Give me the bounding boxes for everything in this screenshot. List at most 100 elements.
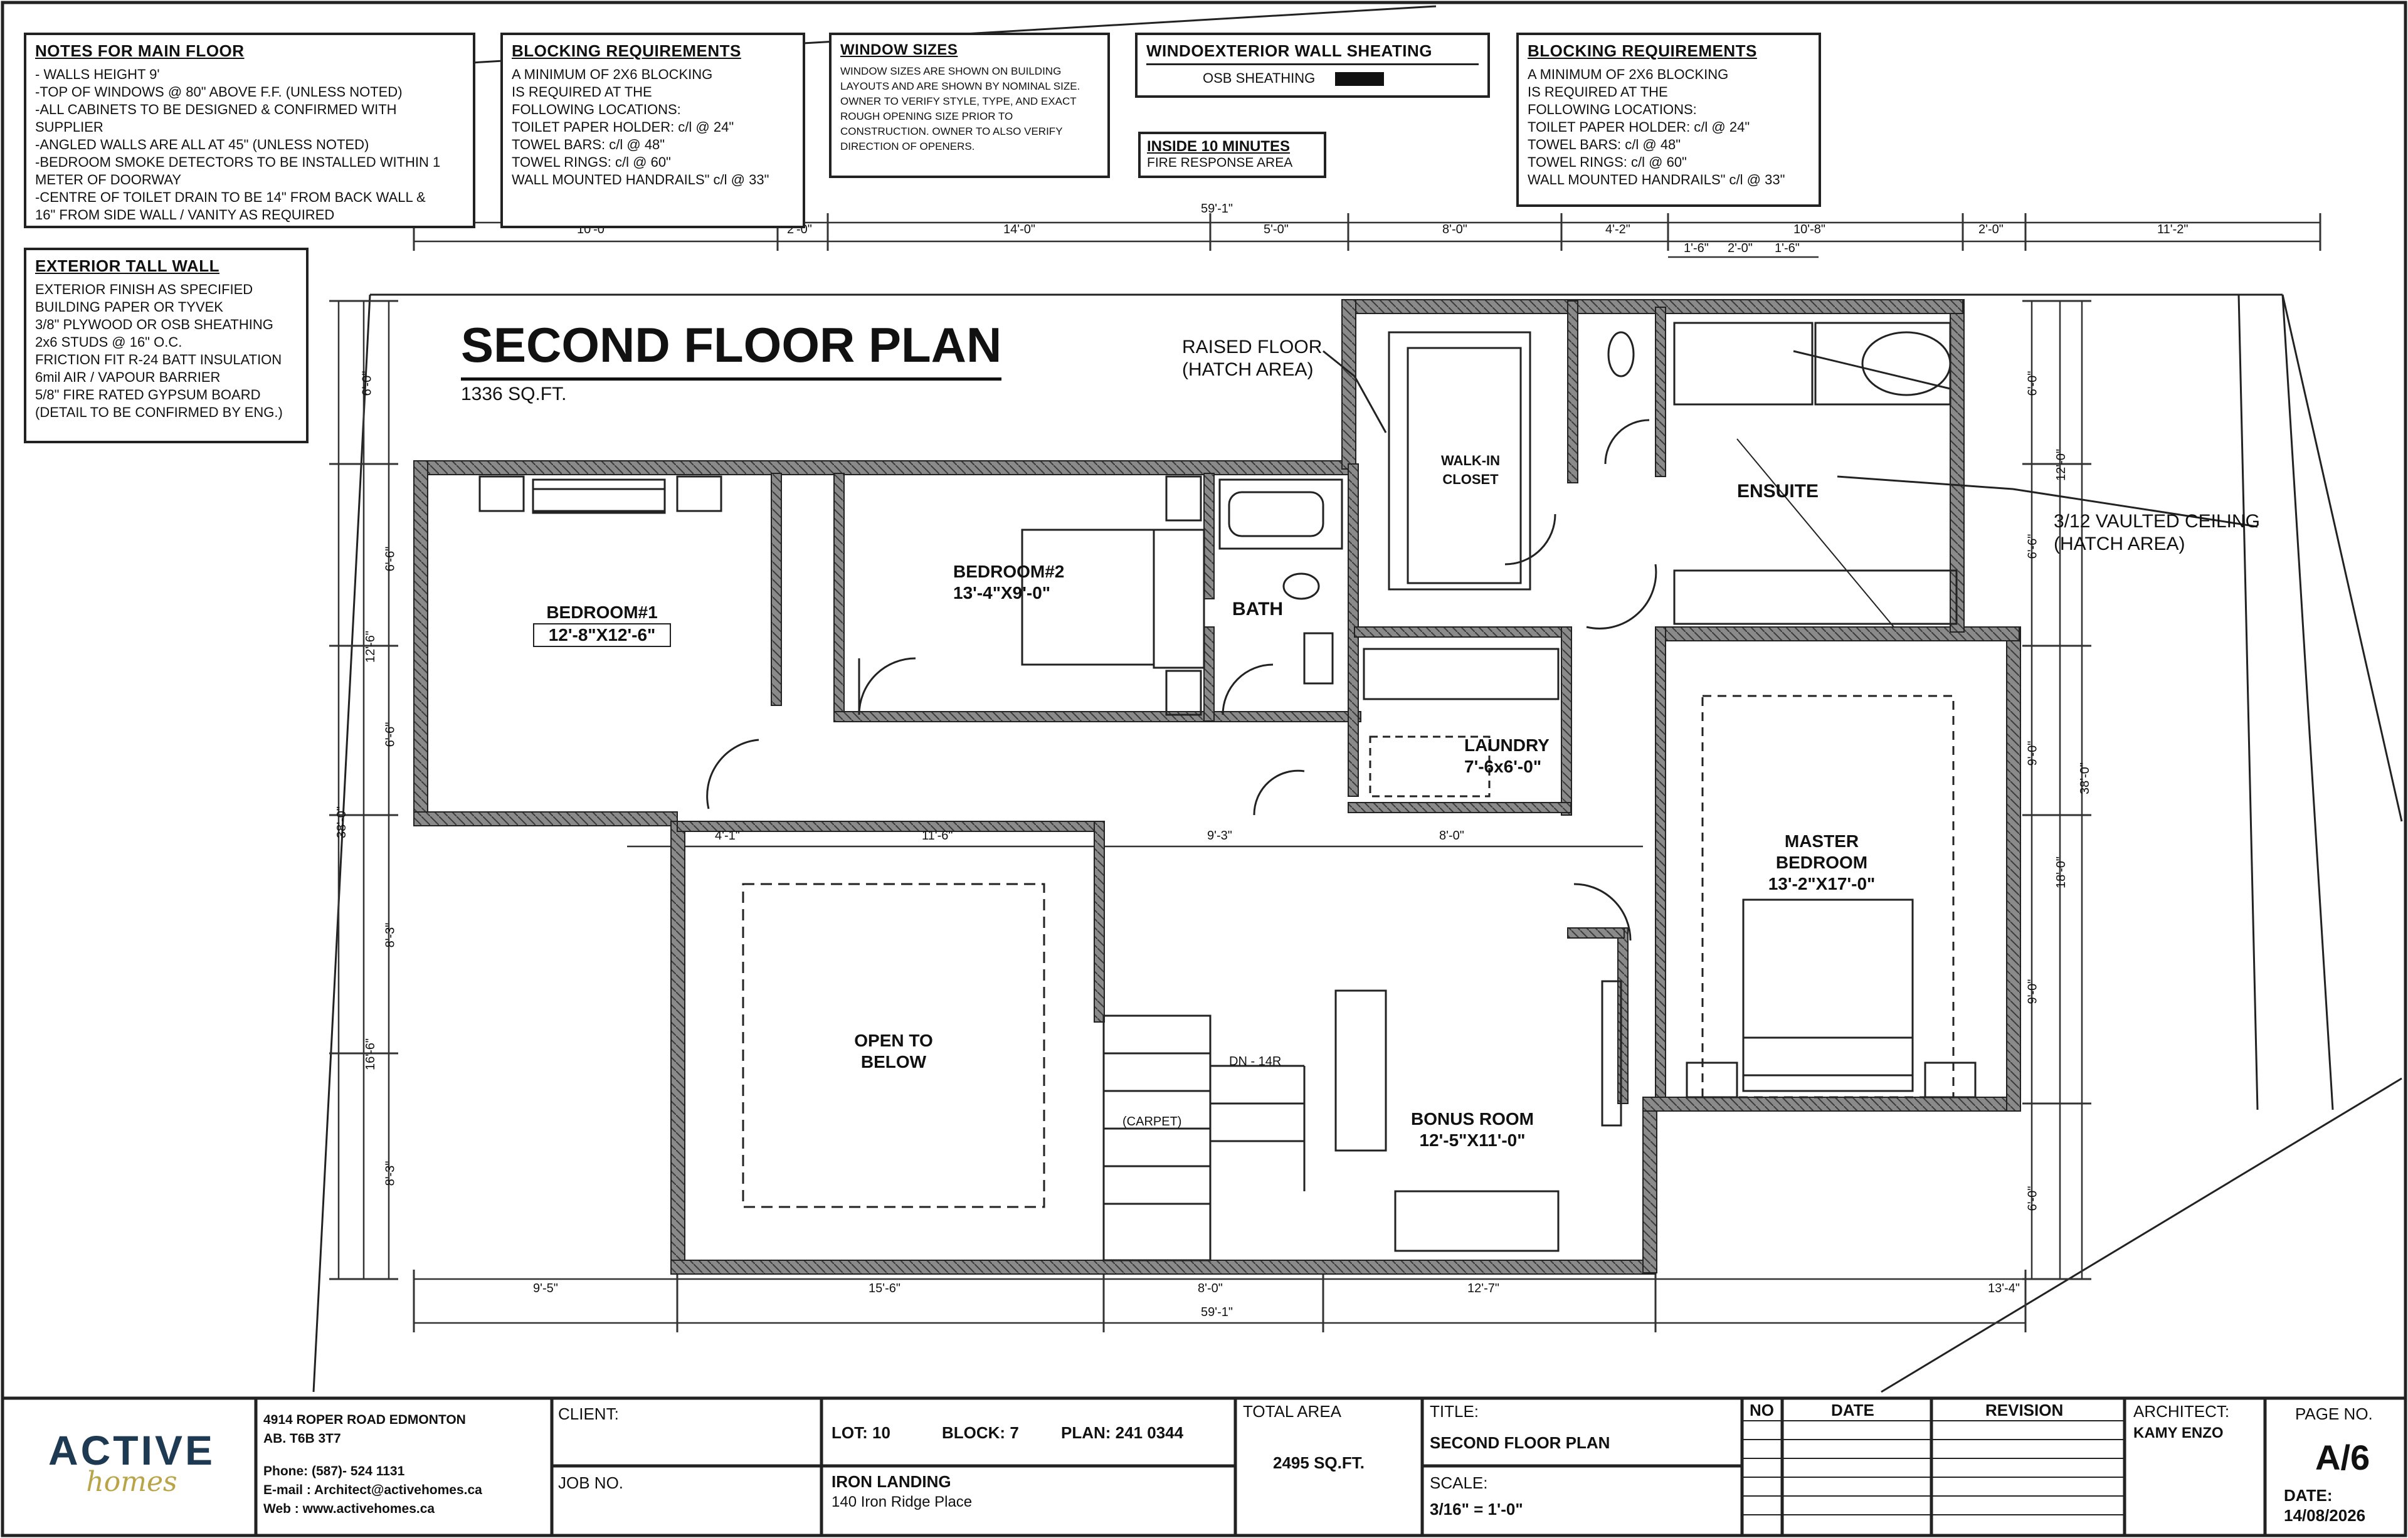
- dim-right-1: 6'-0": [2025, 371, 2040, 396]
- plan-number: PLAN: 241 0344: [1061, 1423, 1184, 1442]
- blocking-left-line: TOILET PAPER HOLDER: c/l @ 24": [512, 119, 734, 135]
- blocking-left-line: A MINIMUM OF 2X6 BLOCKING: [512, 66, 713, 82]
- blocking-left-line: TOWEL RINGS: c/l @ 60": [512, 154, 671, 170]
- exterior-wall-line: 3/8" PLYWOOD OR OSB SHEATHING: [35, 317, 273, 332]
- room-laundry-size: 7'-6x6'-0": [1464, 757, 1542, 776]
- callout-vaulted-ceiling: 3/12 VAULTED CEILING (HATCH AREA): [2054, 510, 2260, 556]
- room-bedroom2-name: BEDROOM#2: [953, 562, 1065, 581]
- exterior-wall-line: 5/8" FIRE RATED GYPSUM BOARD: [35, 387, 261, 403]
- exterior-tall-wall-box: EXTERIOR TALL WALL EXTERIOR FINISH AS SP…: [24, 248, 309, 443]
- inside10-line: FIRE RESPONSE AREA: [1147, 155, 1293, 170]
- dim-ensuite-2: 2'-0": [1728, 241, 1753, 255]
- dim-left-total1: 12'-6": [363, 631, 378, 663]
- room-laundry-name: LAUNDRY: [1464, 735, 1550, 755]
- stairs: [1102, 1014, 1306, 1261]
- company-web: Web : www.activehomes.ca: [263, 1502, 435, 1516]
- inside10-title: INSIDE 10 MINUTES: [1147, 138, 1291, 155]
- room-bedroom2: BEDROOM#2 13'-4"X9'-0": [953, 561, 1064, 604]
- title-label: TITLE:: [1430, 1402, 1479, 1421]
- room-bath: BATH: [1232, 599, 1284, 619]
- sheathing-row: OSB SHEATHING: [1146, 70, 1479, 87]
- dim-right-3: 9'-0": [2025, 740, 2040, 766]
- dim-bottom-1: 9'-5": [533, 1282, 558, 1295]
- dim-bottom-4: 12'-7": [1467, 1282, 1499, 1295]
- job-number-label: JOB NO.: [558, 1473, 624, 1492]
- dimension-ticks: [329, 213, 2321, 1332]
- callout-leaders: [1323, 350, 2258, 528]
- window-sizes-line: DIRECTION OF OPENERS.: [840, 140, 975, 152]
- dim-left-2: 6'-6": [383, 546, 398, 572]
- company-address-line1: 4914 ROPER ROAD EDMONTON: [263, 1413, 466, 1427]
- dim-top-5: 8'-0": [1442, 223, 1467, 236]
- dim-left-6: 8'-3": [383, 1161, 398, 1186]
- dim-top-6: 4'-2": [1605, 223, 1630, 236]
- dim-top-4: 5'-0": [1264, 223, 1289, 236]
- dimension-lines: [337, 221, 2320, 1324]
- callout-vaulted-line1: 3/12 VAULTED CEILING: [2054, 511, 2261, 532]
- project-name: IRON LANDING: [832, 1472, 951, 1491]
- dim-top-8: 2'-0": [1978, 223, 2004, 236]
- fixtures: [478, 322, 1977, 1252]
- plan-area: 1336 SQ.FT.: [461, 384, 567, 404]
- window-sizes-line: LAYOUTS AND ARE SHOWN BY NOMINAL SIZE.: [840, 80, 1080, 92]
- dim-bottom-2: 15'-6": [869, 1282, 900, 1295]
- room-bonus-name: BONUS ROOM: [1411, 1109, 1534, 1129]
- dim-left-total2: 38'-0": [334, 806, 349, 838]
- room-bedroom1: BEDROOM#1 12'-8"X12'-6": [533, 602, 671, 647]
- scale-label: SCALE:: [1430, 1473, 1488, 1492]
- blocking-requirements-right-box: BLOCKING REQUIREMENTS A MINIMUM OF 2X6 B…: [1516, 33, 1821, 207]
- callout-raised-line2: (HATCH AREA): [1182, 359, 1314, 380]
- exterior-wall-line: FRICTION FIT R-24 BATT INSULATION: [35, 352, 282, 367]
- callout-raised-floor: RAISED FLOOR (HATCH AREA): [1182, 336, 1322, 381]
- callout-vaulted-line2: (HATCH AREA): [2054, 534, 2185, 554]
- blocking-right-line: TOILET PAPER HOLDER: c/l @ 24": [1528, 119, 1750, 135]
- sheathing-swatch: [1335, 72, 1385, 87]
- dim-mid-1: 4'-1": [715, 829, 740, 843]
- room-open-line2: BELOW: [860, 1052, 927, 1072]
- room-ensuite: ENSUITE: [1737, 481, 1819, 502]
- dim-bottom-5: 13'-4": [1988, 1282, 2020, 1295]
- window-sizes-line: WINDOW SIZES ARE SHOWN ON BUILDING: [840, 65, 1062, 77]
- blocking-right-line: TOWEL RINGS: c/l @ 60": [1528, 154, 1687, 170]
- dim-left-5: 16'-6": [363, 1038, 378, 1070]
- inside-10-minutes-box: INSIDE 10 MINUTES FIRE RESPONSE AREA: [1138, 132, 1326, 178]
- walls: [413, 299, 2021, 1275]
- plan-title: SECOND FLOOR PLAN: [461, 317, 1002, 381]
- notes-main-line: -BEDROOM SMOKE DETECTORS TO BE INSTALLED…: [35, 154, 441, 170]
- architect-label: ARCHITECT:: [2133, 1402, 2230, 1421]
- revision-header: REVISION: [1985, 1401, 2064, 1419]
- title-value: SECOND FLOOR PLAN: [1430, 1433, 1610, 1452]
- stair-carpet: (CARPET): [1122, 1115, 1182, 1129]
- notes-main-line: -CENTRE OF TOILET DRAIN TO BE 14" FROM B…: [35, 189, 426, 205]
- blocking-left-line: TOWEL BARS: c/l @ 48": [512, 137, 665, 152]
- dim-mid-2: 11'-6": [922, 829, 953, 843]
- title-block-grid: [1, 1396, 2407, 1537]
- notes-main-line: - WALLS HEIGHT 9': [35, 66, 160, 82]
- construction-lines: [256, 5, 2403, 1393]
- revision-date-header: DATE: [1831, 1401, 1874, 1419]
- exterior-wall-line: BUILDING PAPER OR TYVEK: [35, 299, 223, 315]
- dim-ensuite-3: 1'-6": [1775, 241, 1800, 255]
- notes-main-line: -ALL CABINETS TO BE DESIGNED & CONFIRMED…: [35, 102, 397, 117]
- lot-number: LOT: 10: [832, 1423, 890, 1442]
- dim-top-3: 14'-0": [1003, 223, 1035, 236]
- window-sizes-title: WINDOW SIZES: [840, 41, 958, 58]
- notes-main-line: -ANGLED WALLS ARE ALL AT 45" (UNLESS NOT…: [35, 137, 369, 152]
- room-open-to-below: OPEN TO BELOW: [837, 1030, 950, 1073]
- dim-right-b1: 12'-0": [2054, 449, 2068, 481]
- dim-overall-bottom: 59'-1": [1201, 1305, 1233, 1319]
- dim-top-9: 11'-2": [2157, 223, 2189, 236]
- blocking-left-line: IS REQUIRED AT THE: [512, 84, 652, 100]
- title-block: ACTIVE homes 4914 ROPER ROAD EDMONTON AB…: [0, 1396, 2408, 1538]
- window-sizes-line: CONSTRUCTION. OWNER TO ALSO VERIFY: [840, 125, 1063, 137]
- sheathing-title: WINDOEXTERIOR WALL SHEATING: [1146, 41, 1479, 65]
- client-label: CLIENT:: [558, 1404, 619, 1423]
- exterior-wall-line: (DETAIL TO BE CONFIRMED BY ENG.): [35, 404, 283, 420]
- revision-no-header: NO: [1750, 1401, 1774, 1419]
- blocking-right-line: IS REQUIRED AT THE: [1528, 84, 1668, 100]
- architect-value: KAMY ENZO: [2133, 1425, 2224, 1441]
- notes-main-line: SUPPLIER: [35, 119, 103, 135]
- date-value: 14/08/2026: [2284, 1506, 2366, 1525]
- dim-overall-top: 59'-1": [1201, 202, 1233, 216]
- dim-ensuite-1: 1'-6": [1684, 241, 1709, 255]
